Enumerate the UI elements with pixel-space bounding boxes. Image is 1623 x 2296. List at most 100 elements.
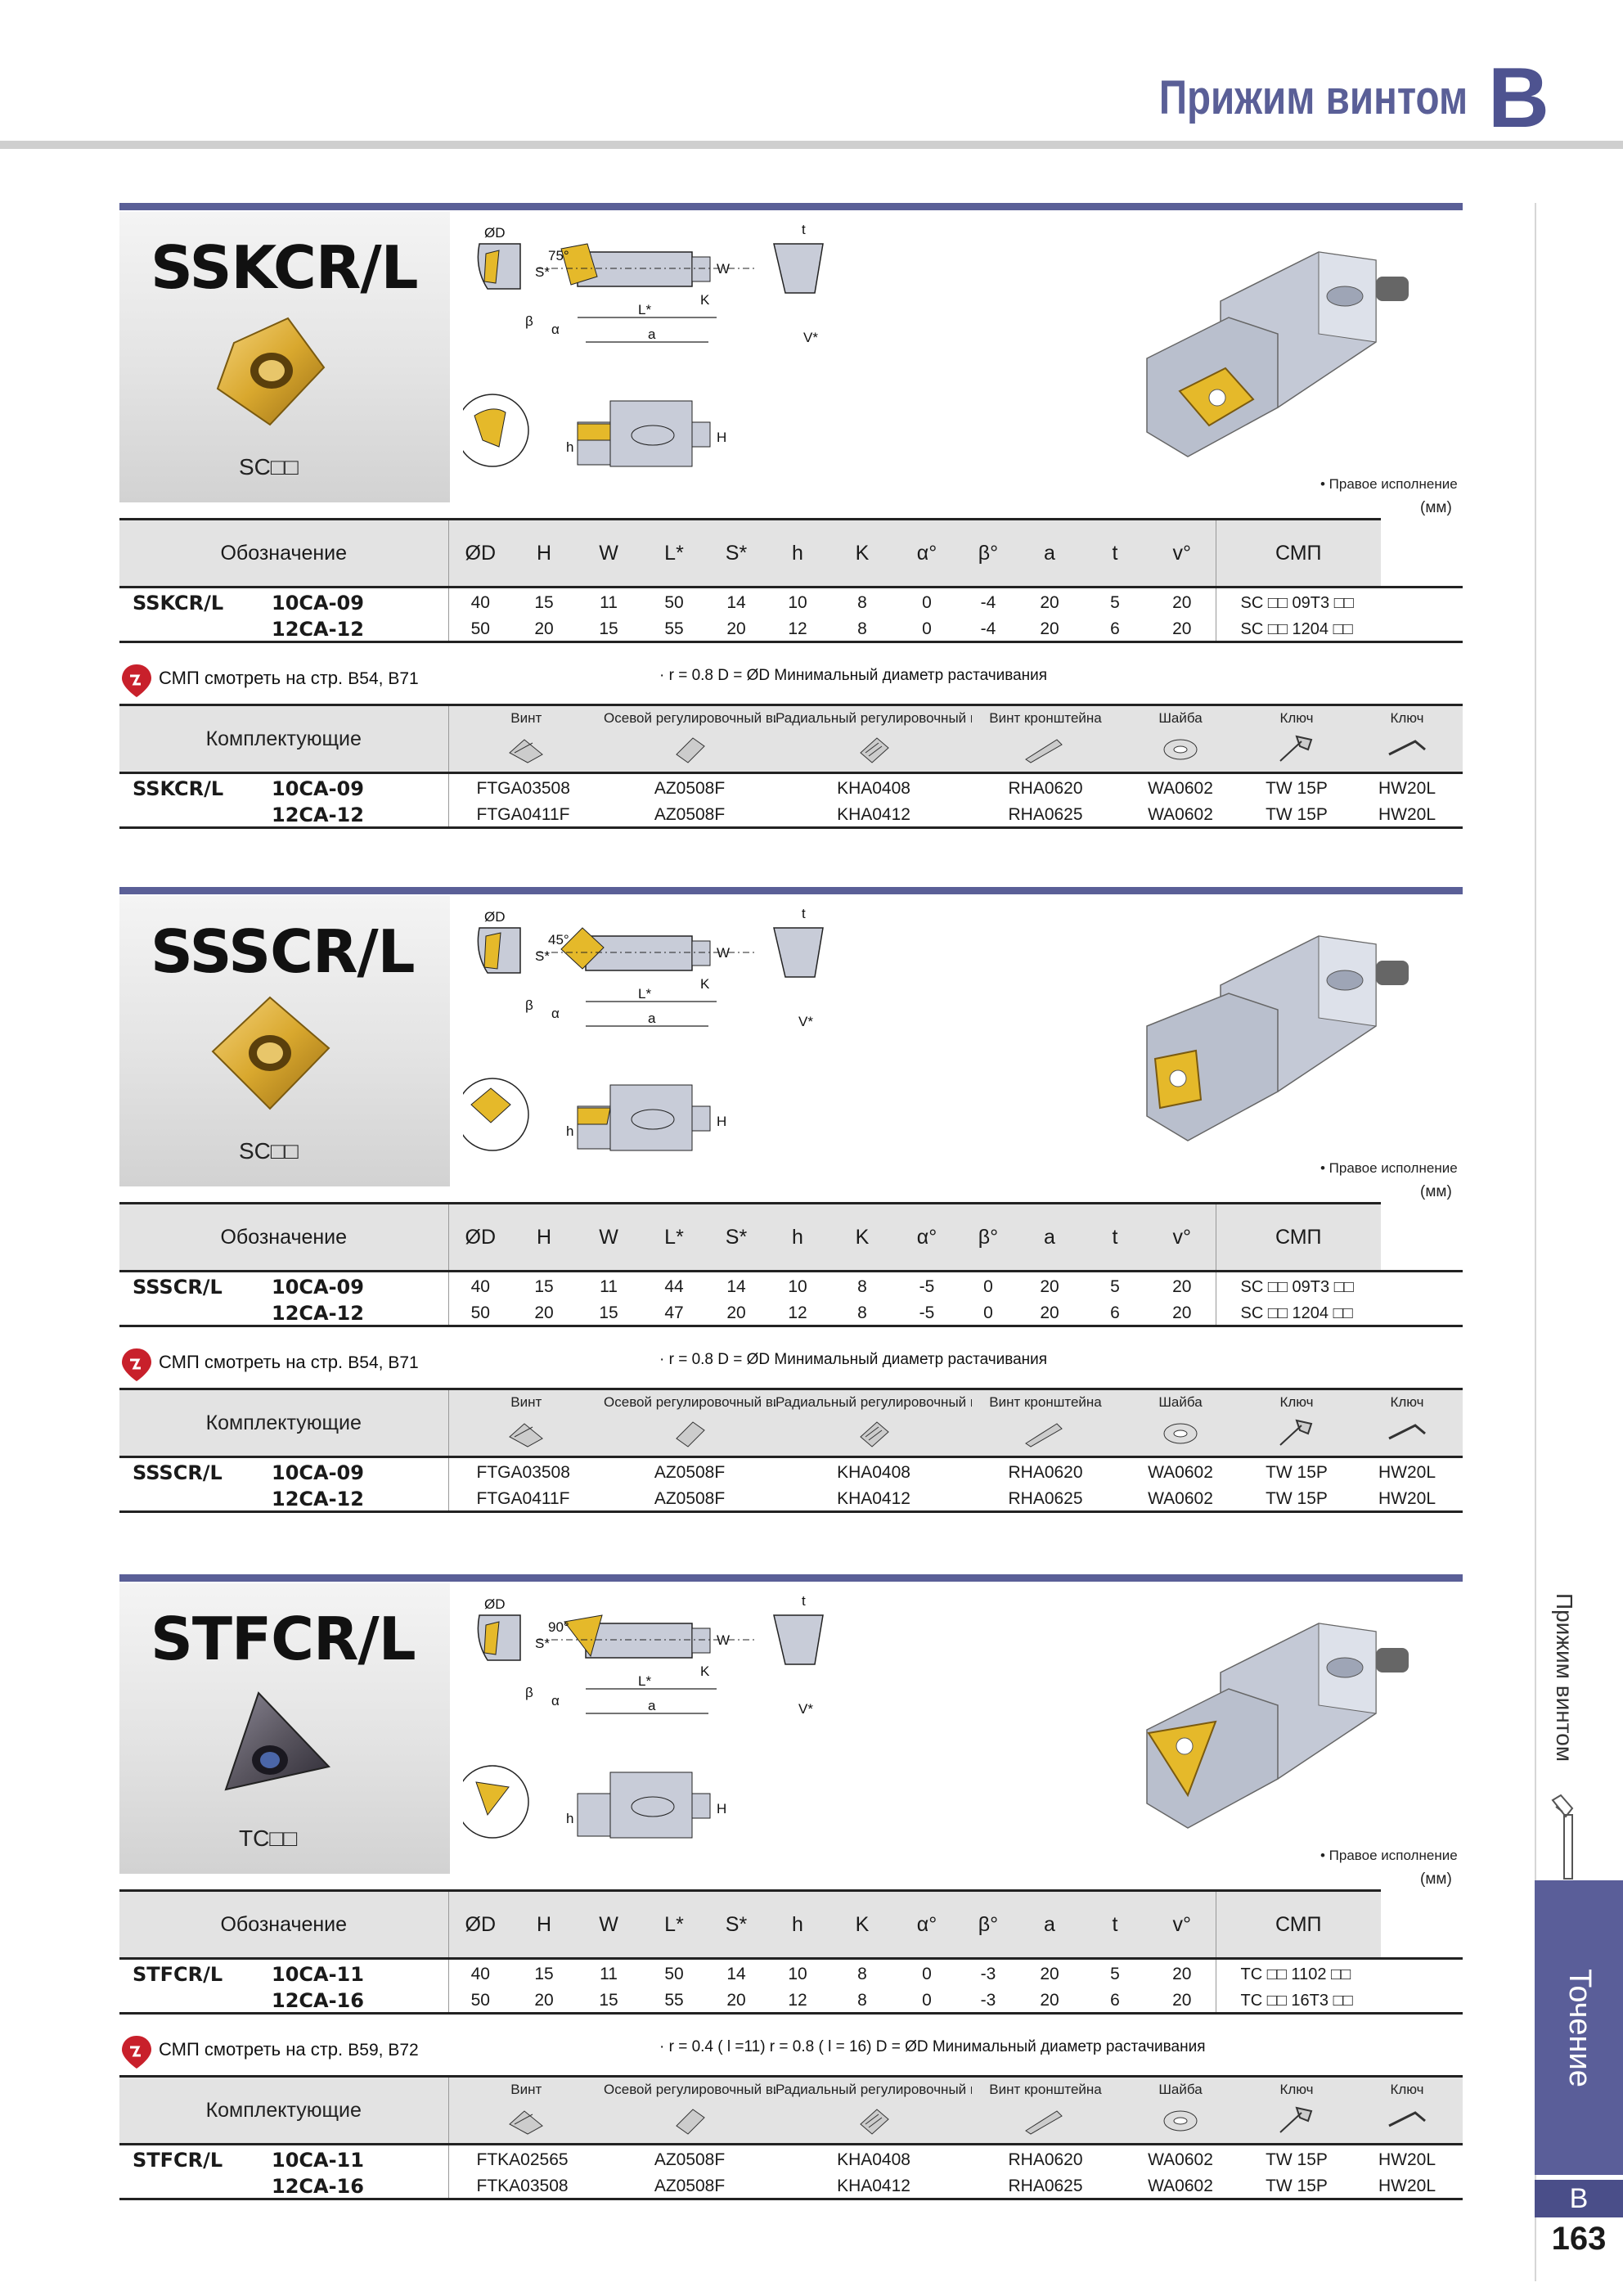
specs-header-row: Обозначение ØD H W L* S* h K α° β° a t v…: [119, 518, 1463, 588]
technical-drawing: ØD S* 90° W K L* a t V* β α h H: [463, 1593, 824, 1839]
cell-washer: WA0602: [1119, 1484, 1243, 1513]
cell-L: 55: [641, 1986, 707, 2015]
row-size: 10CA-09: [272, 1456, 449, 1484]
cell-K: 8: [829, 1957, 895, 1986]
cell-key2: HW20L: [1351, 772, 1463, 800]
torx-key-icon: [1279, 1419, 1313, 1446]
label-od: ØD: [484, 909, 506, 925]
cell-od: 50: [448, 615, 512, 643]
cell-beta: 0: [959, 1299, 1018, 1327]
table-row: 12CA-12 FTGA0411F AZ0508F KHA0412 RHA062…: [119, 800, 1463, 829]
header-beta: β°: [959, 1202, 1018, 1272]
insert-square-icon: [216, 317, 326, 426]
cell-bracket: RHA0625: [972, 1484, 1120, 1513]
label-alpha: α: [551, 322, 560, 337]
cell-W: 15: [576, 615, 641, 643]
cell-v: 20: [1149, 1957, 1216, 1986]
cell-L: 44: [641, 1270, 707, 1299]
cell-t: 5: [1081, 586, 1149, 615]
parts-header-key1: Ключ: [1242, 1388, 1352, 1457]
table-row: SSSCR/L 10CA-09 FTGA03508 AZ0508F KHA040…: [119, 1456, 1463, 1484]
row-model: SSKCR/L: [119, 586, 272, 615]
label-v: V*: [798, 1701, 813, 1717]
header-t: t: [1081, 518, 1149, 588]
cell-radial: KHA0412: [776, 2172, 973, 2200]
label-k: K: [700, 292, 710, 308]
label-h-large: H: [717, 1114, 726, 1129]
header-alpha: α°: [895, 518, 959, 588]
parts-header-bracket: Винт кронштейна: [972, 1388, 1120, 1457]
parts-header-key1: Ключ: [1242, 2075, 1352, 2145]
bracket-screw-icon: [1025, 739, 1063, 763]
cell-key1: TW 15P: [1242, 1484, 1352, 1513]
header-S: S*: [707, 1889, 766, 1959]
cell-washer: WA0602: [1119, 2143, 1243, 2172]
see-pages-link[interactable]: B59, B72: [348, 2041, 419, 2060]
row-size: 12CA-12: [272, 615, 449, 643]
cell-axial: AZ0508F: [604, 1484, 776, 1513]
cell-H: 20: [512, 615, 576, 643]
header-L: L*: [641, 518, 707, 588]
see-pages-link[interactable]: B54, B71: [348, 1353, 419, 1372]
header-designation: Обозначение: [119, 518, 449, 588]
label-alpha: α: [551, 1006, 560, 1021]
right-hand-note: • Правое исполнение: [1320, 1160, 1458, 1176]
parts-table: Комплектующие Винт Осевой регулировочный…: [119, 1388, 1463, 1513]
cell-a: 20: [1018, 586, 1081, 615]
row-model: SSSCR/L: [119, 1456, 272, 1484]
washer-icon: [1163, 1423, 1198, 1444]
cell-W: 15: [576, 1986, 641, 2015]
parts-header-bracket: Винт кронштейна: [972, 704, 1120, 773]
cell-H: 15: [512, 1957, 576, 1986]
cell-h: 10: [766, 586, 829, 615]
row-size: 12CA-12: [272, 1299, 449, 1327]
right-hand-note: • Правое исполнение: [1320, 476, 1458, 492]
cell-H: 15: [512, 1270, 576, 1299]
table-row: 12CA-12 FTGA0411F AZ0508F KHA0412 RHA062…: [119, 1484, 1463, 1513]
holder-3d-illustration: [1146, 935, 1409, 1141]
header-insert: СМП: [1215, 1889, 1381, 1959]
cell-alpha: -5: [895, 1299, 959, 1327]
cell-radial: KHA0408: [776, 2143, 973, 2172]
cell-t: 6: [1081, 615, 1149, 643]
cell-washer: WA0602: [1119, 800, 1243, 829]
cell-key2: HW20L: [1351, 2172, 1463, 2200]
label-h-large: H: [717, 1801, 726, 1817]
parts-header-radial: Радиальный регулировочный винт: [776, 704, 973, 773]
axial-screw-icon: [676, 2109, 705, 2135]
label-angle: 90°: [548, 1619, 569, 1635]
cell-beta: -3: [959, 1957, 1018, 1986]
cell-od: 50: [448, 1299, 512, 1327]
cell-insert: TC □□ 16T3 □□: [1215, 1986, 1463, 2015]
technical-drawing: ØD S* 75° W K L* a t V* β α h H: [463, 222, 824, 467]
row-size: 12CA-16: [272, 2172, 449, 2200]
side-tab-turning[interactable]: Точение: [1535, 1880, 1623, 2175]
label-l: L*: [638, 302, 651, 317]
cell-v: 20: [1149, 586, 1216, 615]
cell-S: 20: [707, 1299, 766, 1327]
cell-K: 8: [829, 1270, 895, 1299]
cell-screw: FTKA02565: [448, 2143, 605, 2172]
cell-W: 11: [576, 1957, 641, 1986]
header-W: W: [576, 1889, 641, 1959]
row-model: STFCR/L: [119, 1957, 272, 1986]
header-beta: β°: [959, 1889, 1018, 1959]
cell-key1: TW 15P: [1242, 2172, 1352, 2200]
header-insert: СМП: [1215, 1202, 1381, 1272]
see-pages-link[interactable]: B54, B71: [348, 669, 419, 688]
cell-bracket: RHA0625: [972, 2172, 1120, 2200]
technical-drawing: ØD S* 45° W K L* a t V* β α h H: [463, 906, 824, 1151]
cell-h: 12: [766, 1299, 829, 1327]
cell-insert: SC □□ 09T3 □□: [1215, 586, 1463, 615]
cell-beta: 0: [959, 1270, 1018, 1299]
axial-screw-icon: [676, 1421, 705, 1447]
cell-beta: -3: [959, 1986, 1018, 2015]
row-model: [119, 1986, 272, 2015]
product-section-sskcr: SSKCR/L SC□□ ØD S* 75° W K L* a t V* β α: [119, 203, 1463, 903]
cell-key2: HW20L: [1351, 1456, 1463, 1484]
washer-icon: [1163, 2110, 1198, 2132]
cell-od: 50: [448, 1986, 512, 2015]
parts-header-washer: Шайба: [1119, 704, 1243, 773]
cell-h: 10: [766, 1270, 829, 1299]
cell-radial: KHA0408: [776, 1456, 973, 1484]
